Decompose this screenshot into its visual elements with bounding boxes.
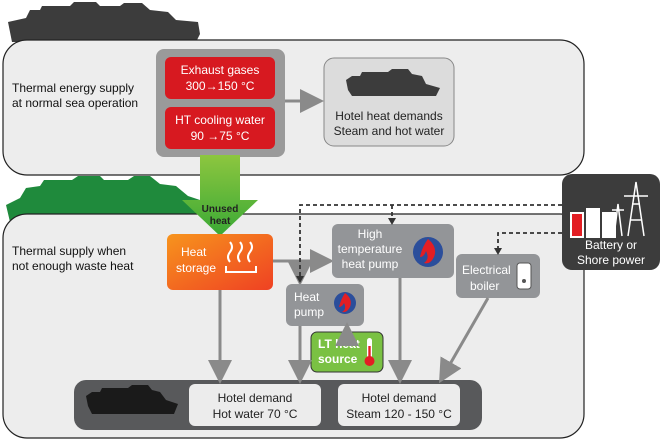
- svg-text:Exhaust gases: Exhaust gases: [181, 63, 260, 77]
- svg-text:temperature: temperature: [338, 242, 403, 256]
- svg-text:Hotel heat demands: Hotel heat demands: [335, 109, 442, 123]
- hot-water-demand-box: [189, 384, 321, 426]
- svg-text:Hot water 70 °C: Hot water 70 °C: [213, 407, 298, 421]
- normal-operation-label: Thermal energy supply: [12, 81, 134, 95]
- svg-text:Shore power: Shore power: [577, 253, 645, 267]
- svg-text:HT cooling water: HT cooling water: [175, 113, 265, 127]
- svg-text:Heat: Heat: [181, 245, 207, 259]
- svg-text:storage: storage: [176, 261, 216, 275]
- svg-text:Hotel demand: Hotel demand: [362, 391, 437, 405]
- battery-icon: [570, 208, 616, 238]
- svg-text:boiler: boiler: [470, 279, 499, 293]
- svg-text:Unused: Unused: [202, 204, 239, 215]
- demand-flow-arrows: [208, 278, 490, 384]
- ht-cooling-water-box: [165, 107, 275, 149]
- unused-heat-arrow: [182, 155, 258, 236]
- svg-text:at normal sea operation: at normal sea operation: [12, 96, 138, 110]
- thermometer-icon: [364, 338, 375, 366]
- heat-storage-icon: [225, 241, 257, 273]
- svg-text:Hotel demand: Hotel demand: [218, 391, 293, 405]
- svg-text:90 →75 °C: 90 →75 °C: [191, 129, 250, 143]
- svg-text:Steam and hot water: Steam and hot water: [334, 124, 445, 138]
- cruise-ship-silhouette-green: [6, 176, 200, 222]
- steam-demand-box: [338, 384, 460, 426]
- cruise-ship-icon-bottom: [86, 385, 178, 414]
- svg-text:heat pump: heat pump: [342, 257, 399, 271]
- svg-text:Electrical: Electrical: [462, 263, 511, 277]
- svg-text:pump: pump: [294, 305, 324, 319]
- svg-text:not enough waste heat: not enough waste heat: [12, 259, 134, 273]
- heat-storage-box: [167, 234, 273, 290]
- svg-text:heat: heat: [210, 216, 231, 227]
- power-pylon-icon: [612, 181, 648, 237]
- cruise-ship-silhouette-top: [8, 2, 200, 42]
- svg-text:High: High: [358, 227, 383, 241]
- svg-text:Battery or: Battery or: [585, 238, 637, 252]
- insufficient-waste-heat-label: Thermal supply when: [12, 244, 126, 258]
- exhaust-gases-box: [165, 57, 275, 99]
- svg-text:Steam 120 - 150 °C: Steam 120 - 150 °C: [346, 407, 452, 421]
- svg-text:300→150 °C: 300→150 °C: [186, 79, 255, 93]
- cruise-ship-icon: [346, 69, 440, 96]
- svg-text:Heat: Heat: [294, 290, 320, 304]
- heat-pump-flame-icon: [413, 237, 443, 267]
- svg-text:source: source: [318, 352, 358, 366]
- svg-text:LT heat: LT heat: [318, 337, 360, 351]
- heat-pump-small-flame-icon: [334, 292, 356, 314]
- boiler-icon: [516, 262, 532, 290]
